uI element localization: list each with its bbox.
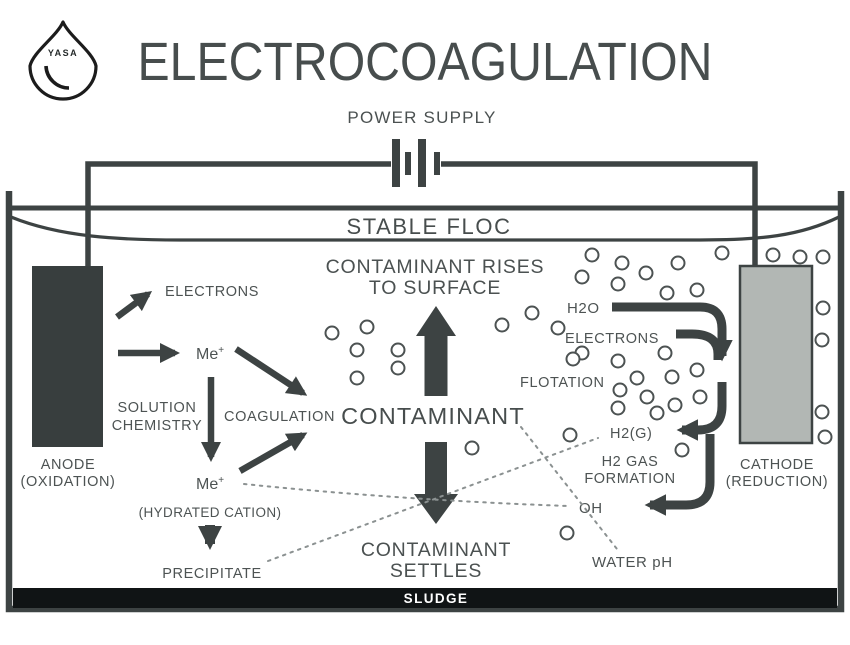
gas-bubble bbox=[674, 442, 690, 458]
h2g-arrow bbox=[676, 382, 727, 441]
me-bottom-label: Me+ bbox=[196, 475, 224, 493]
gas-bubble bbox=[667, 397, 683, 413]
electrons-label: ELECTRONS bbox=[165, 284, 259, 300]
precipitate-label: PRECIPITATE bbox=[162, 566, 262, 582]
rise-arrow-up bbox=[416, 306, 456, 396]
gas-bubbles bbox=[324, 245, 833, 541]
gas-bubble bbox=[562, 427, 578, 443]
anode-label: ANODE bbox=[41, 457, 96, 473]
gas-bubble bbox=[639, 389, 655, 405]
gas-bubble bbox=[817, 429, 833, 445]
gas-bubble bbox=[610, 353, 626, 369]
gas-bubble bbox=[714, 245, 730, 261]
solution-chemistry-label-1: SOLUTION bbox=[118, 400, 197, 416]
gas-bubble bbox=[614, 255, 630, 271]
dotted-line-me-to-oh bbox=[243, 483, 569, 507]
hydrated-cation-label: (HYDRATED CATION) bbox=[139, 505, 282, 520]
gas-bubble bbox=[664, 369, 680, 385]
sludge-label: SLUDGE bbox=[404, 591, 469, 606]
gas-bubble bbox=[610, 276, 626, 292]
gas-bubble bbox=[349, 342, 365, 358]
gas-bubble bbox=[324, 325, 340, 341]
settle-arrow-down bbox=[414, 442, 458, 524]
gas-bubble bbox=[692, 389, 708, 405]
cathode-sublabel: (REDUCTION) bbox=[726, 474, 828, 490]
tank-outline bbox=[5, 191, 845, 613]
gas-bubble bbox=[629, 370, 645, 386]
cathode-electrode bbox=[738, 264, 814, 445]
yasa-logo: YASA bbox=[28, 20, 98, 101]
gas-bubble bbox=[390, 342, 406, 358]
me-top-label: Me+ bbox=[196, 345, 224, 363]
h2g-label: H2(G) bbox=[610, 426, 652, 442]
dotted-line-precipitate-to-h2g bbox=[267, 437, 599, 562]
contaminant-settles-label-2: SETTLES bbox=[390, 560, 482, 582]
gas-bubble bbox=[649, 405, 665, 421]
dotted-line-contaminant-to-waterph bbox=[520, 426, 618, 550]
anode-sublabel: (OXIDATION) bbox=[21, 474, 116, 490]
water-drop-icon bbox=[28, 20, 98, 101]
gas-bubble bbox=[657, 345, 673, 361]
gas-bubble bbox=[524, 305, 540, 321]
gas-bubble bbox=[814, 404, 830, 420]
gas-bubble bbox=[610, 400, 626, 416]
contaminant-label: CONTAMINANT bbox=[341, 403, 525, 429]
gas-bubble bbox=[559, 525, 575, 541]
coagulation-arrow-lower bbox=[238, 432, 308, 474]
gas-bubble bbox=[638, 265, 654, 281]
electrons-right-label: ELECTRONS bbox=[565, 331, 659, 347]
power-supply-label: POWER SUPPLY bbox=[347, 108, 496, 127]
water-ph-label: WATER pH bbox=[592, 554, 673, 571]
gas-bubble bbox=[494, 317, 510, 333]
battery-icon bbox=[392, 139, 440, 187]
gas-bubble bbox=[815, 300, 831, 316]
gas-bubble bbox=[670, 255, 686, 271]
page-title: ELECTROCOAGULATION bbox=[138, 32, 713, 92]
gas-bubble bbox=[814, 332, 830, 348]
oh-arrow bbox=[644, 434, 715, 516]
electrons-right-arrow bbox=[676, 329, 723, 360]
electrons-arrow bbox=[115, 290, 153, 320]
coagulation-arrow-upper bbox=[234, 346, 308, 396]
circuit-wire bbox=[85, 161, 758, 268]
gas-bubble bbox=[550, 320, 566, 336]
gas-bubble bbox=[464, 440, 480, 456]
anode-electrode bbox=[32, 266, 103, 447]
stable-floc-label: STABLE FLOC bbox=[346, 214, 511, 239]
gas-bubble bbox=[659, 285, 675, 301]
h2-gas-formation-label-2: FORMATION bbox=[584, 471, 675, 487]
gas-bubble bbox=[765, 247, 781, 263]
gas-bubble bbox=[574, 269, 590, 285]
gas-bubble bbox=[359, 319, 375, 335]
logo-label: YASA bbox=[48, 48, 78, 58]
gas-bubble bbox=[792, 249, 808, 265]
water-surface-line bbox=[10, 215, 840, 242]
contaminant-rises-label-2: TO SURFACE bbox=[369, 277, 501, 299]
cathode-label: CATHODE bbox=[740, 457, 814, 473]
gas-bubble bbox=[565, 351, 581, 367]
h2o-label: H2O bbox=[567, 300, 600, 317]
coagulation-label: COAGULATION bbox=[224, 409, 335, 425]
h2o-arrow bbox=[612, 302, 733, 362]
sludge-bar bbox=[13, 588, 837, 608]
gas-bubble bbox=[584, 247, 600, 263]
gas-bubble bbox=[689, 282, 705, 298]
h2-gas-formation-label-1: H2 GAS bbox=[602, 454, 659, 470]
gas-bubble bbox=[815, 249, 831, 265]
contaminant-settles-label-1: CONTAMINANT bbox=[361, 539, 511, 561]
gas-bubble bbox=[390, 360, 406, 376]
gas-bubble bbox=[349, 370, 365, 386]
solution-chemistry-label-2: CHEMISTRY bbox=[112, 418, 203, 434]
gas-bubble bbox=[689, 362, 705, 378]
oh-label: OH bbox=[579, 500, 603, 517]
flotation-label: FLOTATION bbox=[520, 375, 605, 391]
logo-smile-curve bbox=[44, 65, 70, 90]
gas-bubble bbox=[612, 382, 628, 398]
contaminant-rises-label-1: CONTAMINANT RISES bbox=[326, 256, 545, 278]
